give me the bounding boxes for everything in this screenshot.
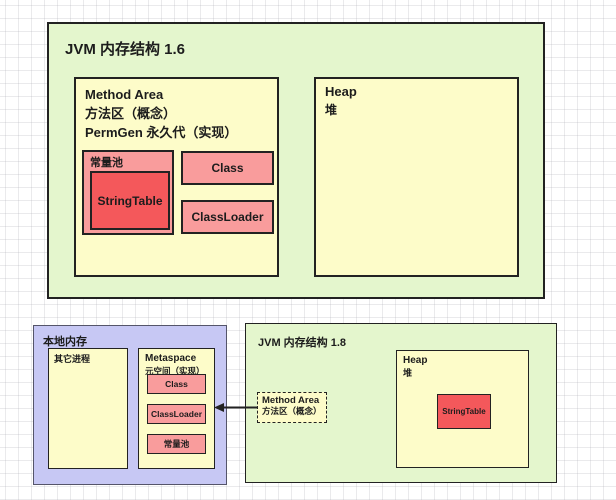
method-area-title-cn: 方法区（概念） [85,106,177,121]
method-area-title-en: Method Area [85,87,164,102]
permgen-label: PermGen 永久代（实现） [85,125,238,140]
constant-pool-label: 常量池 [90,157,123,169]
jvm16-method-area-box: Method Area 方法区（概念） PermGen 永久代（实现） 常量池 … [74,77,279,277]
metaspace-constant-pool-box: 常量池 [147,434,206,454]
metaspace-class-box: Class [147,374,206,394]
native-memory-title: 本地内存 [43,336,87,348]
jvm18-method-area-title-en: Method Area [262,395,320,406]
string-table-box: StringTable [90,171,170,230]
metaspace-title-en: Metaspace [145,353,197,364]
jvm16-title: JVM 内存结构 1.6 [65,41,186,58]
jvm16-heap-heading: Heap 堆 [316,79,517,123]
string-table-label: StringTable [97,193,163,208]
constant-pool-box: 常量池 StringTable [82,150,174,235]
jvm16-method-area-heading: Method Area 方法区（概念） PermGen 永久代（实现） [76,79,277,148]
method-area-to-metaspace-arrow [214,403,257,412]
jvm18-heap-title-en: Heap [403,355,428,366]
other-process-label: 其它进程 [54,354,91,364]
class-box: Class [181,151,274,185]
jvm18-container: JVM 内存结构 1.8 Method Area 方法区（概念） Heap 堆 … [245,323,557,483]
arrowhead-left-icon [214,403,224,412]
jvm16-heap-box: Heap 堆 [314,77,519,277]
heap-title-cn: 堆 [325,103,338,117]
class-label: Class [211,161,244,175]
jvm18-title: JVM 内存结构 1.8 [258,337,347,349]
metaspace-constant-pool-label: 常量池 [163,439,190,449]
jvm18-string-table-box: StringTable [437,394,491,429]
metaspace-class-label: Class [165,379,188,389]
metaspace-heading: Metaspace 元空间（实现） [139,349,214,381]
classloader-box: ClassLoader [181,200,274,234]
jvm18-heap-title-cn: 堆 [403,368,413,378]
native-memory-container: 本地内存 其它进程 Metaspace 元空间（实现） Class ClassL… [33,325,227,485]
jvm18-method-area-dashed-box: Method Area 方法区（概念） [257,392,327,423]
jvm16-container: JVM 内存结构 1.6 Method Area 方法区（概念） PermGen… [47,22,545,299]
metaspace-classloader-label: ClassLoader [150,409,203,419]
jvm18-string-table-label: StringTable [442,407,486,416]
jvm18-heap-box: Heap 堆 StringTable [396,350,529,468]
classloader-label: ClassLoader [191,210,264,224]
metaspace-title-cn: 元空间（实现） [145,366,205,376]
other-process-box: 其它进程 [48,348,128,469]
jvm18-method-area-title-cn: 方法区（概念） [262,406,322,416]
jvm18-heap-heading: Heap 堆 [397,351,528,383]
metaspace-classloader-box: ClassLoader [147,404,206,424]
metaspace-box: Metaspace 元空间（实现） Class ClassLoader 常量池 [138,348,215,469]
heap-title-en: Heap [325,84,357,99]
